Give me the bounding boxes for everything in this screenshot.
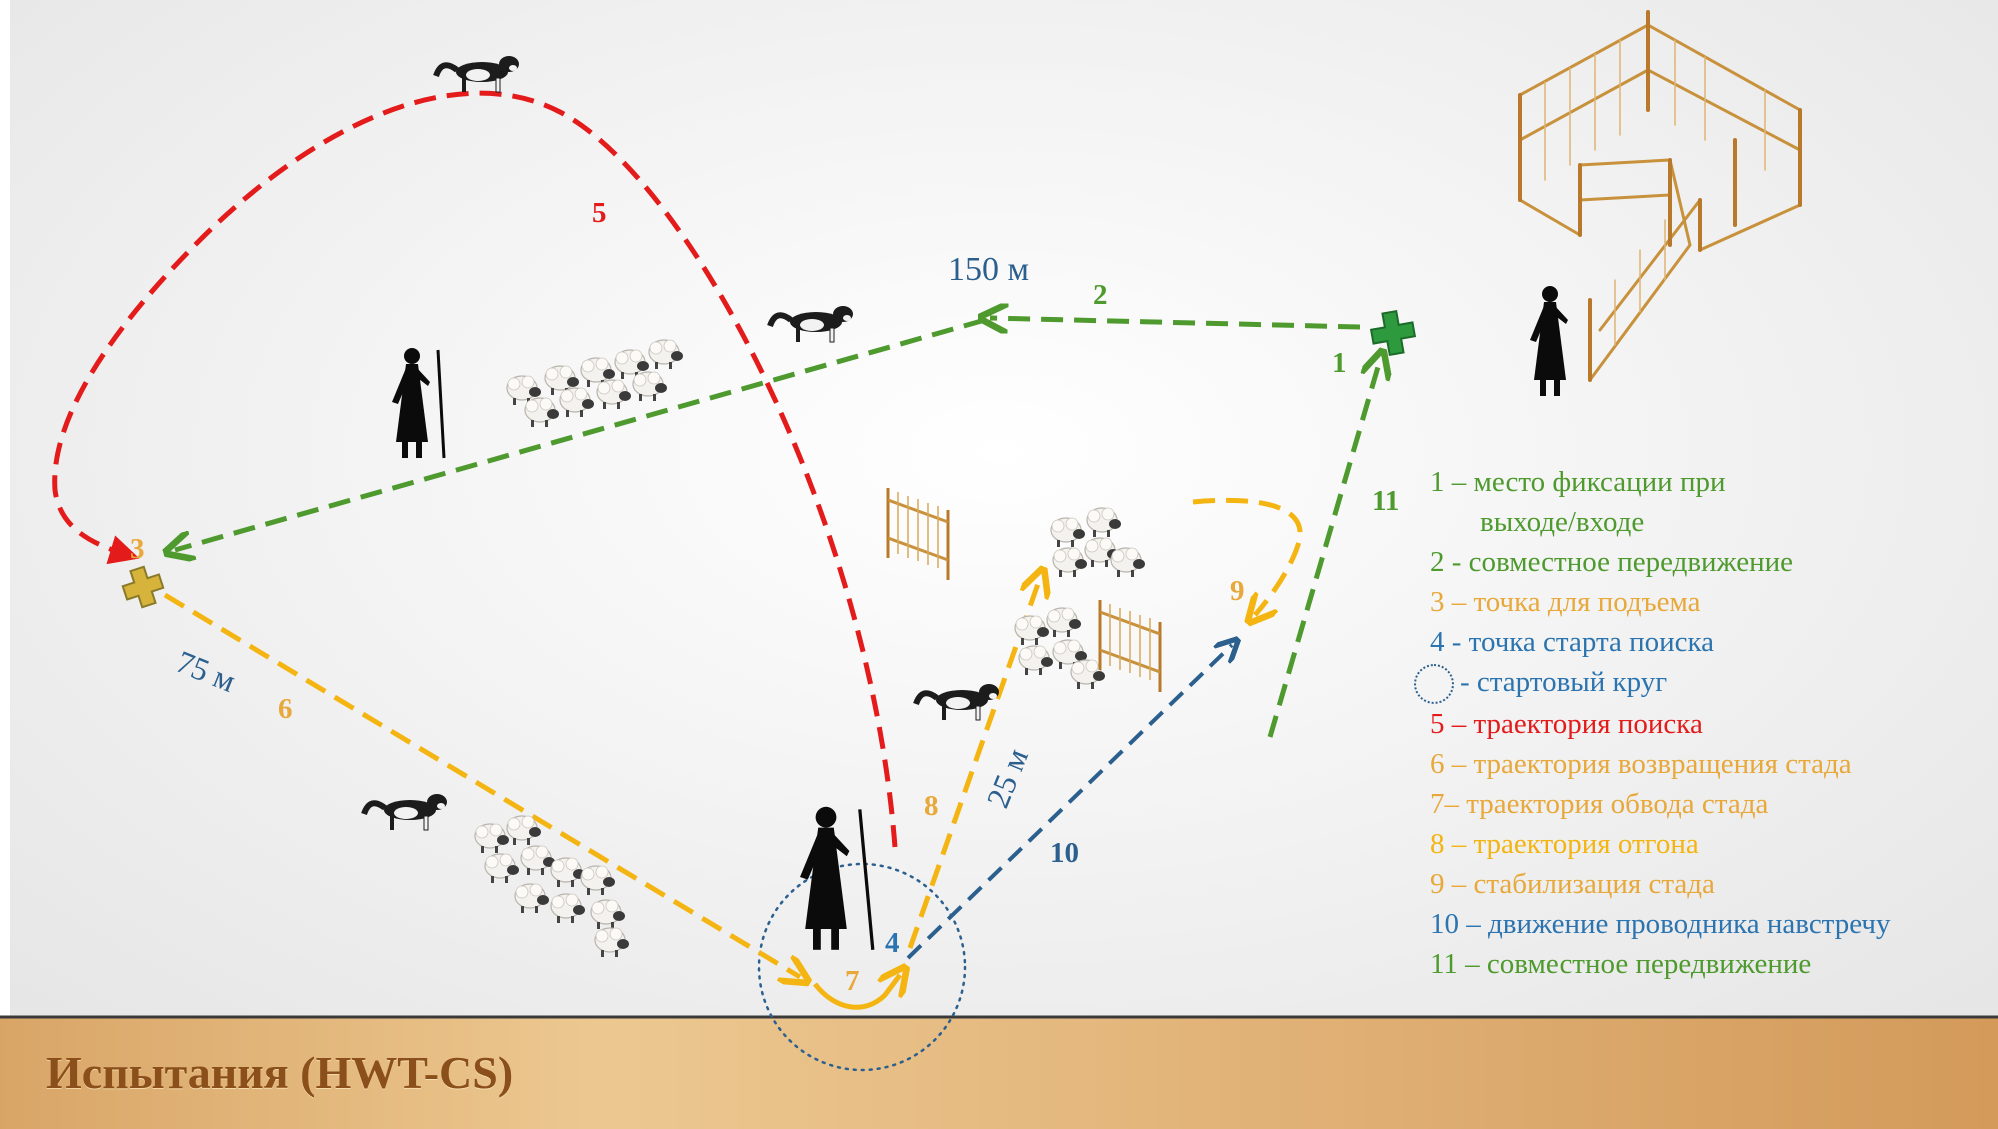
legend-text: 1 – место фиксации при [1430, 466, 1726, 498]
cross-marker-icon [121, 565, 165, 609]
legend-text: 7– траектория обвода стада [1430, 788, 1769, 821]
label-8: 8 [924, 790, 939, 822]
legend-item: 9 – стабилизация стада [1430, 864, 1998, 904]
legend-text: 5 – траектория поиска [1430, 708, 1703, 741]
label-2: 2 [1093, 279, 1108, 311]
legend-text: 6 – траектория возвращения стада [1430, 748, 1852, 781]
legend-text: 10 – движение проводника навстречу [1430, 908, 1891, 941]
left-edge [0, 0, 10, 1020]
slide-title: Испытания (HWT-CS) [46, 1047, 514, 1098]
legend-item: 6 – траектория возвращения стада [1430, 744, 1998, 784]
label-7: 7 [845, 965, 860, 997]
legend-text: 3 – точка для подъема [1430, 586, 1701, 618]
legend-text: 9 – стабилизация стада [1430, 868, 1715, 901]
legend-item: 2 - совместное передвижение [1430, 542, 1998, 582]
handler-movement-path [906, 645, 1232, 960]
joint-movement-path-top [990, 318, 1361, 327]
label-4: 4 [885, 927, 900, 959]
legend-text: - стартовый круг [1460, 666, 1668, 698]
enclosure-icon [1518, 10, 1802, 382]
shepherd-icon [392, 348, 446, 459]
label-5: 5 [592, 197, 607, 229]
distance-150-label: 150 м [948, 251, 1029, 288]
legend-text: 4 - точка старта поиска [1430, 626, 1715, 658]
legend-item: 10 – движение проводника навстречу [1430, 904, 1998, 944]
legend-item: 8 – траектория отгона [1430, 824, 1998, 864]
start-circle-swatch-icon [1414, 664, 1454, 705]
herd-circling-trajectory [813, 975, 900, 1010]
legend-item: - стартовый круг [1414, 662, 1998, 705]
start-circle [757, 862, 967, 1072]
label-3: 3 [130, 533, 145, 565]
search-trajectory [52, 90, 898, 848]
label-10: 10 [1050, 837, 1079, 869]
label-9: 9 [1230, 575, 1245, 607]
legend-item: 1 – место фиксации при [1430, 462, 1998, 502]
herd-stabilization-path [1192, 497, 1303, 615]
legend-text: 8 – траектория отгона [1430, 828, 1699, 861]
legend-item: 4 - точка старта поиска [1430, 622, 1998, 662]
joint-movement-path [175, 317, 986, 550]
label-6: 6 [278, 693, 293, 725]
legend-text: 11 – совместное передвижение [1430, 948, 1812, 981]
legend-text: выходе/входе [1480, 506, 1645, 538]
herd-return-trajectory [163, 592, 800, 977]
legend-item: 11 – совместное передвижение [1430, 944, 1998, 984]
wood-floor [0, 1017, 1998, 1129]
legend-item: выходе/входе [1430, 502, 1998, 542]
cross-marker-icon [1369, 309, 1417, 357]
legend-item: 3 – точка для подъема [1430, 582, 1998, 622]
legend-text: 2 - совместное передвижение [1430, 546, 1793, 578]
shepherd-icon [800, 806, 875, 950]
legend-item: 7– траектория обвода стада [1430, 784, 1998, 824]
legend-item: 5 – траектория поиска [1430, 704, 1998, 744]
legend: 1 – место фиксации при выходе/входе 2 - … [1414, 462, 1998, 984]
label-11: 11 [1372, 485, 1399, 517]
label-1: 1 [1332, 347, 1347, 379]
